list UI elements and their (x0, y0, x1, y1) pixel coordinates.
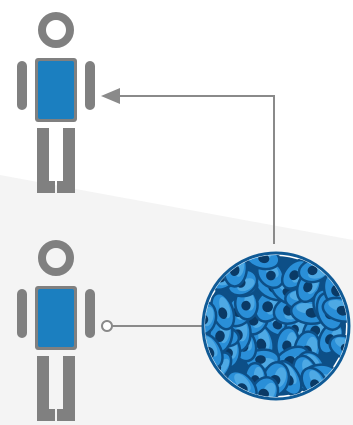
donor-sample-line (101, 320, 207, 332)
person-right-leg (57, 356, 75, 421)
person-right-arm (85, 61, 95, 110)
donor-person-icon (17, 240, 95, 421)
person-torso (38, 61, 74, 119)
person-torso (38, 289, 74, 347)
connector-start-circle (101, 320, 113, 332)
person-head (38, 240, 74, 276)
person-right-arm (85, 289, 95, 338)
cell-cluster-icon (201, 251, 351, 401)
person-left-leg (37, 356, 55, 421)
transfer-arrow (101, 88, 275, 244)
person-head (38, 12, 74, 48)
arrowhead-icon (101, 88, 120, 104)
person-left-arm (17, 61, 27, 110)
person-right-leg (57, 128, 75, 193)
person-left-leg (37, 128, 55, 193)
person-left-arm (17, 289, 27, 338)
recipient-person-icon (17, 12, 95, 193)
